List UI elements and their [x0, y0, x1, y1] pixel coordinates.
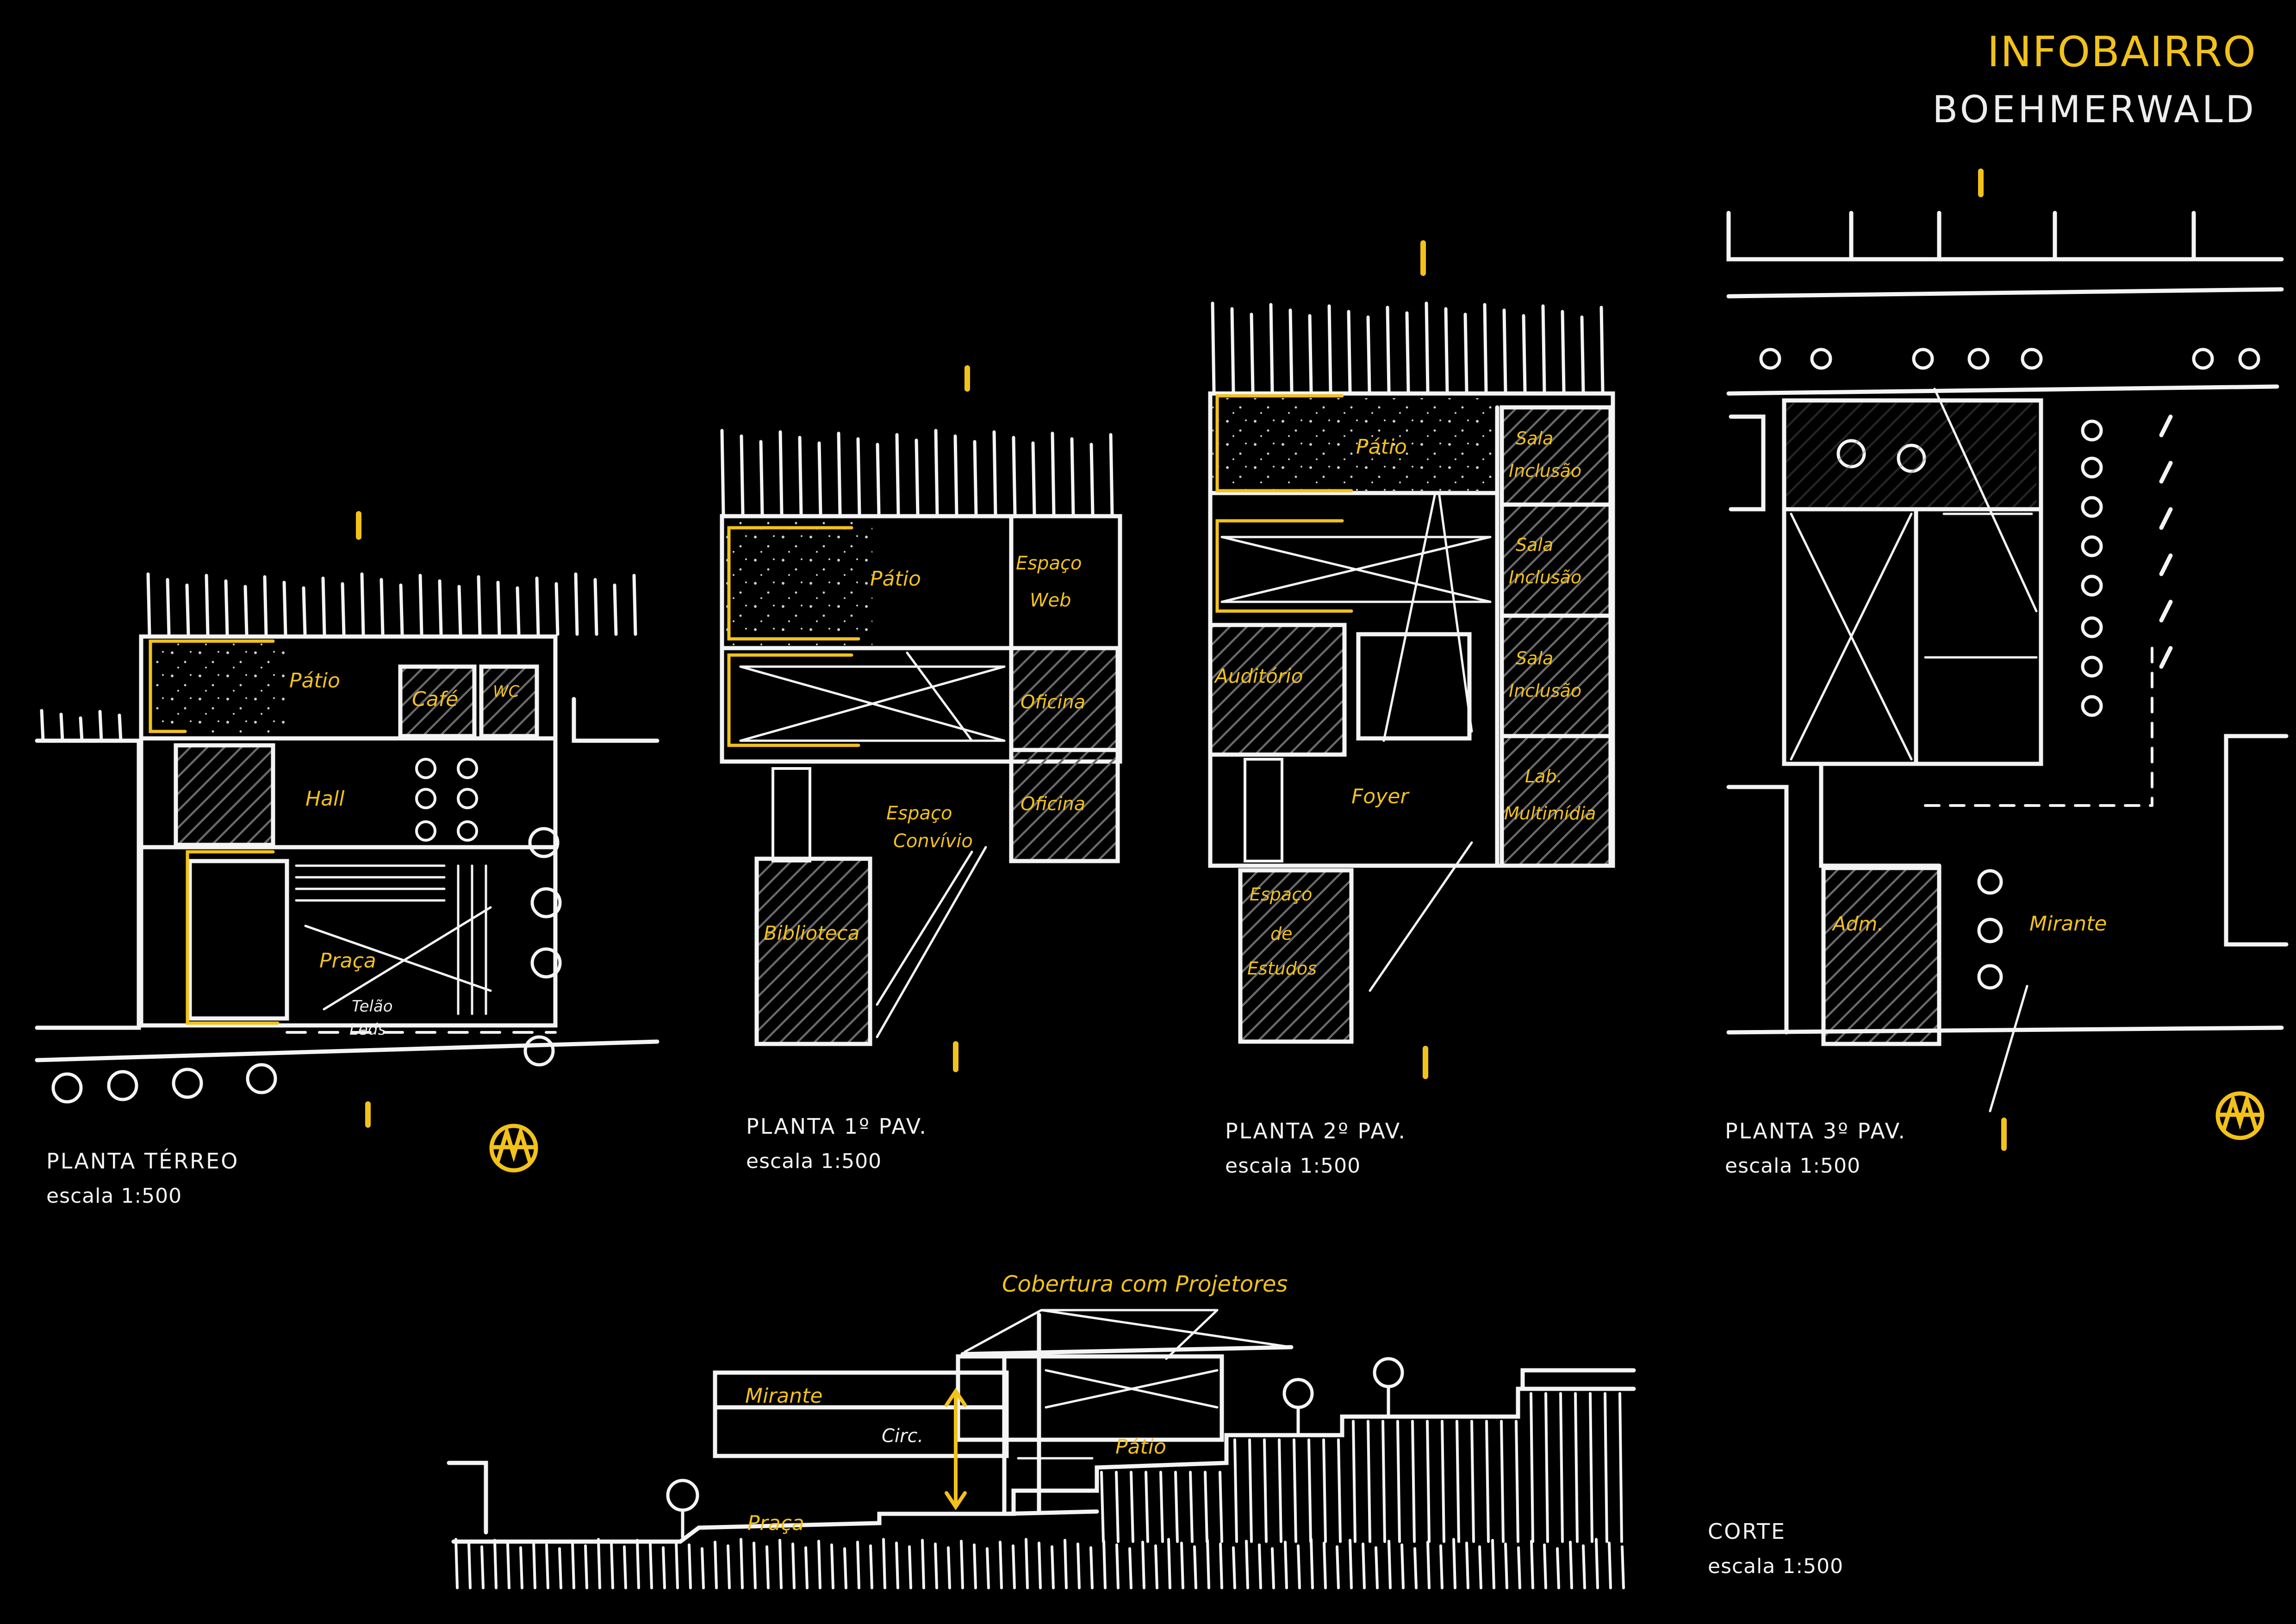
room-label: Adm.: [1831, 912, 1884, 935]
plan-caption-1-pav: PLANTA 1º PAV. escala 1:500: [746, 1113, 927, 1174]
room-label: Pátio: [870, 567, 921, 591]
section-title: CORTE: [1708, 1519, 1786, 1544]
section-label: Mirante: [745, 1384, 822, 1408]
room-label: Oficina: [1020, 793, 1085, 815]
north-symbol-icon: [2215, 1091, 2265, 1140]
room-label: Telão: [352, 997, 393, 1016]
room-label: Inclusão: [1509, 681, 1581, 701]
project-title: INFOBAIRRO: [1987, 28, 2257, 76]
room-labels: Pátio Café WC Hall Praça Telão Leds Páti…: [289, 428, 2107, 1535]
room-label: Pátio: [1356, 435, 1407, 459]
room-label: Espaço: [1016, 553, 1082, 574]
room-label: Web: [1030, 590, 1071, 611]
room-label: Praça: [319, 949, 376, 973]
plan-title: PLANTA 3º PAV.: [1725, 1118, 1906, 1143]
room-label: Estudos: [1247, 958, 1317, 979]
room-label: Pátio: [289, 669, 340, 693]
section-label: Pátio: [1115, 1435, 1166, 1459]
room-label: Foyer: [1351, 785, 1410, 808]
room-label: Oficina: [1020, 692, 1085, 713]
room-label: Hall: [305, 787, 345, 811]
room-label: Leds: [349, 1020, 386, 1039]
section-label: Cobertura com Projetores: [1002, 1271, 1288, 1297]
plan-terreo: [35, 511, 660, 1128]
room-label: Café: [412, 687, 458, 711]
room-label: de: [1270, 924, 1293, 944]
section-label: Circ.: [882, 1425, 923, 1447]
project-subtitle: BOEHMERWALD: [1932, 88, 2257, 131]
room-label: Espaço: [886, 803, 952, 824]
plan-scale: escala 1:500: [1725, 1154, 1861, 1178]
section-scale: escala 1:500: [1708, 1554, 1844, 1578]
plan-1-pav: [720, 365, 1122, 1072]
room-label: Sala: [1516, 535, 1553, 555]
plan-scale: escala 1:500: [746, 1149, 882, 1173]
room-label: WC: [493, 682, 520, 701]
plan-scale: escala 1:500: [1225, 1154, 1361, 1178]
room-label: Multimídia: [1504, 803, 1596, 824]
room-label: Inclusão: [1509, 461, 1581, 481]
room-label: Sala: [1516, 648, 1553, 668]
north-symbol-icon: [489, 1124, 538, 1173]
plan-caption-2-pav: PLANTA 2º PAV. escala 1:500: [1225, 1118, 1406, 1179]
plan-2-pav: [1208, 240, 1615, 1079]
plan-scale: escala 1:500: [46, 1184, 182, 1208]
room-label: Sala: [1516, 428, 1553, 449]
room-label: Mirante: [2029, 912, 2107, 936]
room-label: Convívio: [893, 831, 973, 852]
plan-title: PLANTA TÉRREO: [46, 1149, 239, 1174]
room-label: Auditório: [1213, 665, 1303, 687]
room-label: Lab.: [1525, 766, 1562, 787]
room-label: Inclusão: [1509, 567, 1581, 587]
plan-caption-terreo: PLANTA TÉRREO escala 1:500: [46, 1148, 239, 1209]
section-label: Praça: [747, 1512, 804, 1535]
room-label: Espaço: [1250, 884, 1312, 905]
plan-3-pav: [1726, 169, 2289, 1151]
plan-title: PLANTA 1º PAV.: [746, 1114, 927, 1139]
section-drawing: [447, 1309, 1636, 1589]
room-label: Biblioteca: [764, 922, 859, 944]
plan-caption-3-pav: PLANTA 3º PAV. escala 1:500: [1725, 1118, 1906, 1179]
plan-title: PLANTA 2º PAV.: [1225, 1118, 1406, 1143]
section-caption: CORTE escala 1:500: [1708, 1518, 1843, 1579]
